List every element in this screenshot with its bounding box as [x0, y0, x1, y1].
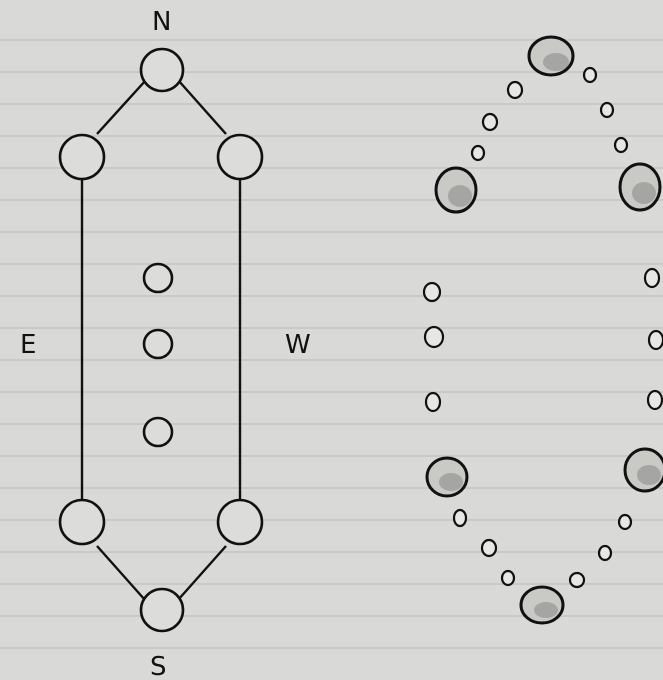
node-upper-right	[218, 135, 262, 179]
stone-small	[619, 515, 631, 529]
node-north	[141, 49, 183, 91]
node-inner-bottom	[144, 418, 172, 446]
node-south	[141, 589, 183, 631]
stone-small	[649, 331, 663, 349]
label-south: S	[150, 652, 167, 680]
label-east: E	[20, 330, 36, 360]
stone-small	[424, 283, 440, 301]
stone-top	[529, 37, 573, 75]
label-north: N	[152, 7, 171, 37]
stone-small	[570, 573, 584, 587]
stone-small	[454, 510, 466, 526]
stone-small	[482, 540, 496, 556]
stone-small	[508, 82, 522, 98]
stone-small	[645, 269, 659, 287]
edge-sw-s	[178, 546, 226, 600]
stone-small	[425, 327, 443, 347]
stone-small	[584, 68, 596, 82]
stone-upper-right	[620, 164, 660, 210]
left-diagram: N S E W	[20, 7, 311, 680]
node-lower-left	[60, 500, 104, 544]
right-diagram	[424, 37, 663, 623]
node-inner-middle	[144, 330, 172, 358]
node-upper-left	[60, 135, 104, 179]
stone-small	[648, 391, 662, 409]
edge-se-s	[97, 546, 145, 600]
stone-small	[472, 146, 484, 160]
edge-n-ne	[97, 80, 146, 134]
stone-lower-right	[625, 449, 663, 491]
stone-upper-left	[436, 168, 476, 212]
node-inner-top	[144, 264, 172, 292]
stone-lower-left	[427, 458, 467, 496]
stone-small	[426, 393, 440, 411]
stone-small	[502, 571, 514, 585]
node-lower-right	[218, 500, 262, 544]
stone-small	[601, 103, 613, 117]
stone-small	[483, 114, 497, 130]
label-west: W	[285, 330, 311, 360]
edge-n-nw	[178, 80, 226, 134]
stone-small	[615, 138, 627, 152]
stone-bottom	[521, 587, 563, 623]
stone-small	[599, 546, 611, 560]
